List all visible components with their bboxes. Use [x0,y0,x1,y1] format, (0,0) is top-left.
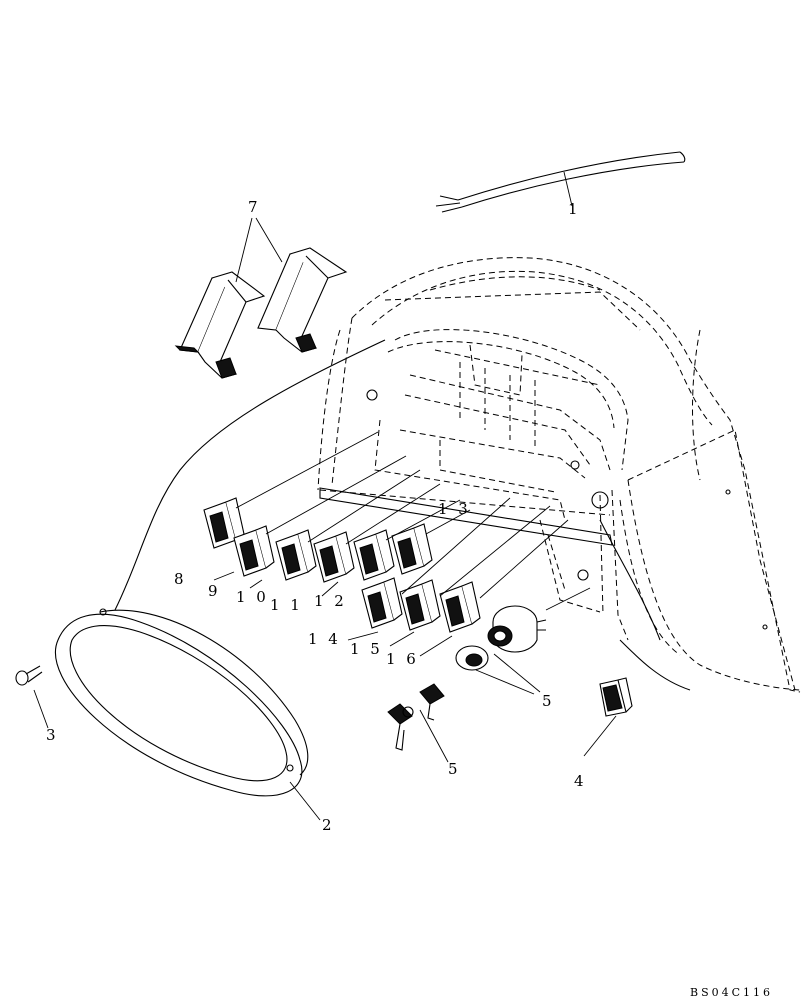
callout-5-keys: 5 [448,760,461,778]
rocker-switch-11 [313,531,355,583]
ignition-keys [387,683,445,751]
callout-8: 8 [174,570,187,588]
ignition-bezel-nut [455,645,489,671]
switch-bracket-left [174,271,266,379]
rocker-switch-8 [203,497,245,549]
rocker-switch-15 [399,579,441,631]
callout-12: 1 2 [314,592,347,610]
callout-14: 1 4 [308,630,341,648]
wire-harness [435,151,686,213]
shroud-solid-edges [114,339,768,691]
rocker-switch-16 [439,581,481,633]
callout-10: 1 0 [236,588,269,606]
rocker-switch-14 [361,577,403,629]
callout-9: 9 [208,582,221,600]
ignition-switch [487,605,547,653]
rocker-switch-10 [275,529,317,581]
callout-13: 1 3 [438,500,471,518]
instrument-cluster-bezel [55,608,309,797]
callout-3: 3 [46,726,59,744]
rocker-switch-9 [233,525,275,577]
rocker-switch-12 [353,529,395,581]
callout-labels: 1 2 3 4 5 5 7 8 9 1 0 1 1 1 2 1 3 1 4 1 … [46,198,587,834]
callout-11: 1 1 [270,596,303,614]
indicator-lamp [599,677,633,717]
callout-2: 2 [322,816,335,834]
rocker-switch-13 [391,523,433,575]
switch-bracket-right [257,247,348,353]
mount-boss [591,491,609,509]
callout-16: 1 6 [386,650,419,668]
dashboard-housing-outline [317,257,801,693]
callout-5-ignition: 5 [542,692,555,710]
reference-code: BS04C116 [690,986,773,999]
callout-15: 1 5 [350,640,383,658]
callout-4: 4 [574,772,587,790]
callout-7: 7 [248,198,261,216]
leader-lines [33,171,617,821]
screw [15,665,43,686]
callout-1: 1 [568,200,581,218]
